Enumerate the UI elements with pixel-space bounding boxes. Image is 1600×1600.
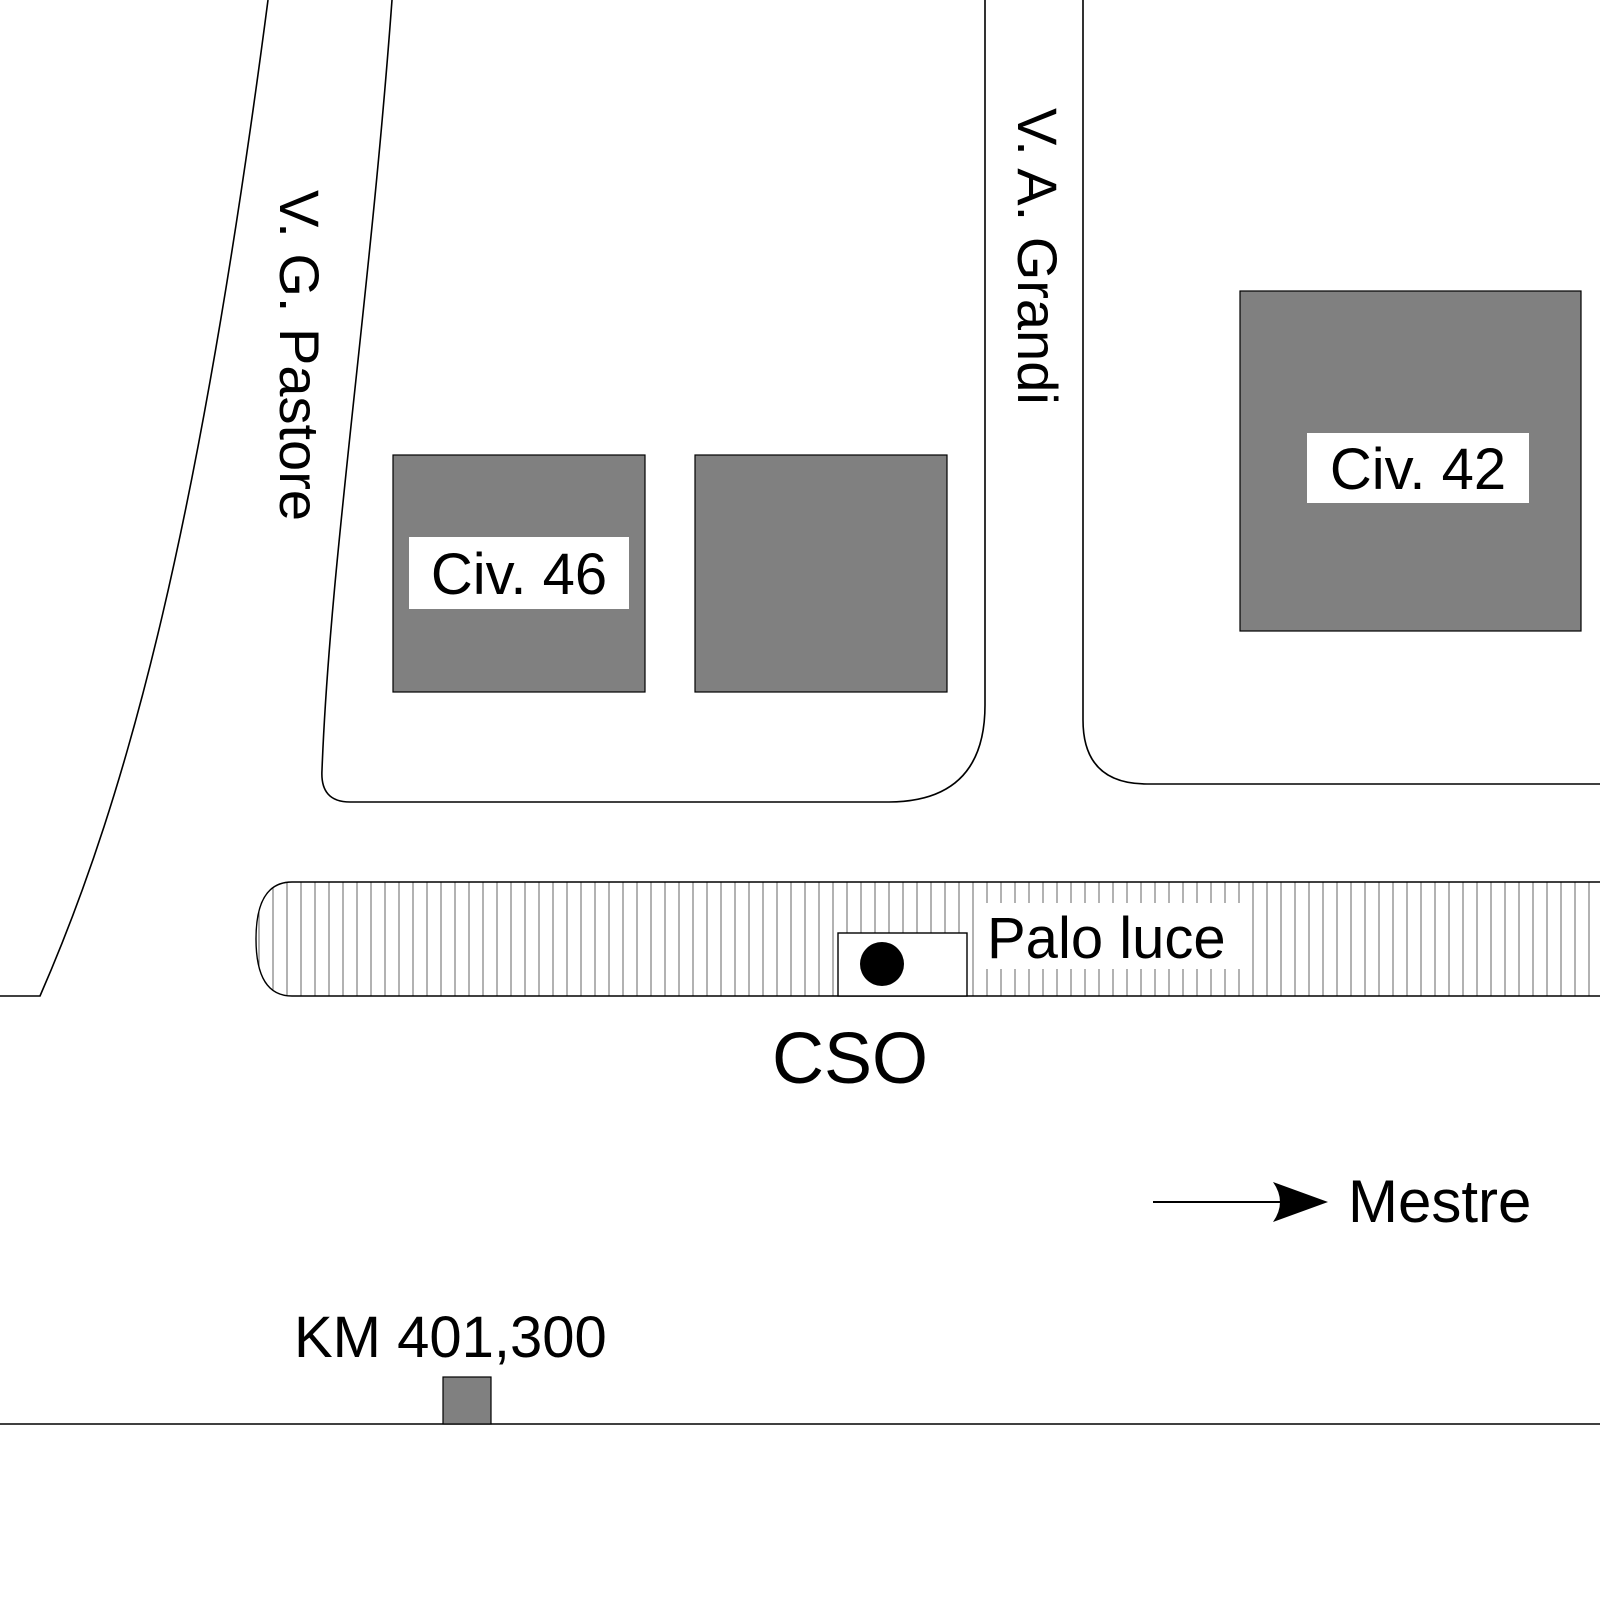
km-marker-label: KM 401,300	[294, 1305, 607, 1370]
light-pole-label-box	[982, 903, 1244, 969]
civ-46-label-box	[409, 537, 629, 609]
civ-42-label: Civ. 42	[1330, 437, 1506, 502]
block-east-outline	[1082, 0, 1600, 785]
street-label-grandi: V. A. Grandi	[1006, 108, 1069, 405]
pastore-west-curb	[0, 0, 269, 997]
street-label-pastore: V. G. Pastore	[268, 190, 331, 521]
direction-label: Mestre	[1348, 1168, 1531, 1235]
km-marker	[442, 1376, 492, 1425]
light-pole-icon	[860, 942, 904, 986]
civ-42-label-box	[1307, 433, 1529, 503]
road-label-cso: CSO	[772, 1019, 928, 1099]
block-west-outline	[321, 0, 986, 803]
arrow-right-icon	[1273, 1182, 1328, 1222]
civ-46-label: Civ. 46	[431, 542, 607, 607]
building-unnamed	[694, 454, 948, 693]
light-pole-label: Palo luce	[987, 906, 1226, 971]
